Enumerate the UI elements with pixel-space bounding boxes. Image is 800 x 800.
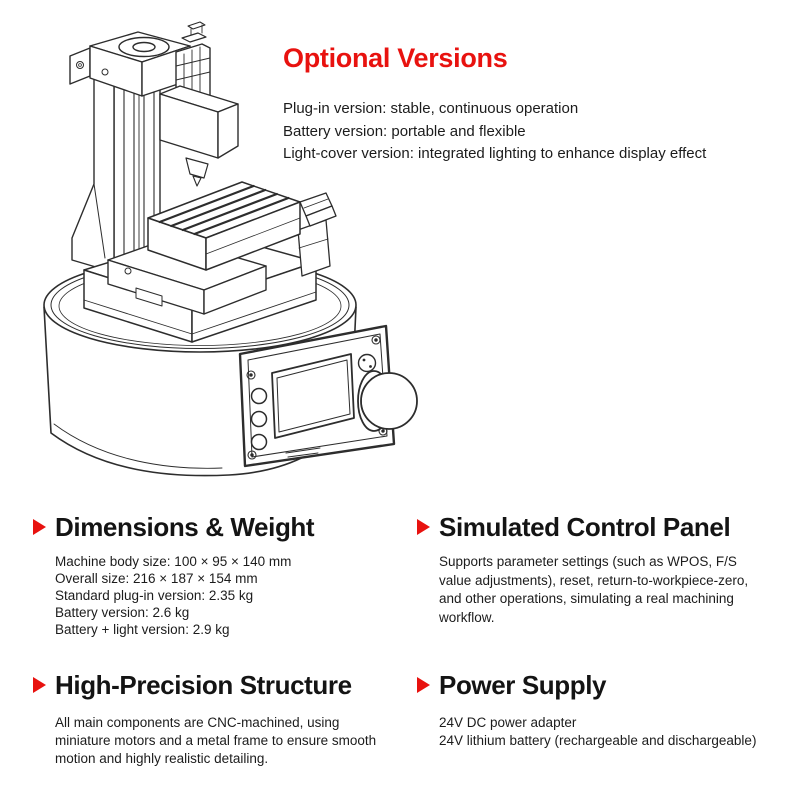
display-screen	[271, 353, 355, 439]
section-title: High-Precision Structure	[55, 670, 352, 700]
panel-button	[250, 387, 268, 405]
control-knob	[357, 370, 418, 432]
section-heading: High-Precision Structure	[33, 672, 376, 698]
machine-column	[71, 65, 161, 277]
description-line: motion and highly realistic detailing.	[55, 751, 269, 766]
description-line: Supports parameter settings (such as WPO…	[439, 554, 737, 569]
section-body: Supports parameter settings (such as WPO…	[439, 553, 748, 627]
section-simulated-control-panel: Simulated Control Panel Supports paramet…	[417, 514, 748, 627]
spec-line: Standard plug-in version: 2.35 kg	[55, 588, 254, 603]
optional-versions-block: Optional Versions Plug-in version: stabl…	[283, 42, 706, 166]
power-jack	[357, 353, 377, 373]
spec-line: Machine body size: 100 × 95 × 140 mm	[55, 554, 292, 569]
spec-line: Battery + light version: 2.9 kg	[55, 622, 230, 637]
t-slots	[158, 184, 290, 236]
optional-versions-title: Optional Versions	[283, 43, 508, 73]
triangle-bullet-icon	[33, 519, 46, 535]
description-line: 24V DC power adapter	[439, 715, 577, 730]
section-title: Dimensions & Weight	[55, 512, 315, 542]
section-title: Power Supply	[439, 670, 607, 700]
worktable	[147, 181, 337, 271]
spec-line: Battery version: 2.6 kg	[55, 605, 190, 620]
section-heading: Dimensions & Weight	[33, 512, 315, 542]
control-panel	[238, 324, 418, 468]
description-line: workflow.	[439, 609, 495, 625]
section-body: All main components are CNC-machined, us…	[55, 714, 376, 768]
panel-buttons	[250, 387, 268, 451]
description-line: and other operations, simulating a real …	[439, 591, 734, 606]
triangle-bullet-icon	[417, 519, 430, 535]
section-body: 24V DC power adapter 24V lithium battery…	[439, 714, 756, 750]
section-high-precision-structure: High-Precision Structure All main compon…	[33, 672, 376, 768]
section-heading: Simulated Control Panel	[417, 514, 748, 540]
panel-button	[250, 433, 268, 451]
panel-button	[250, 410, 268, 428]
description-line: value adjustments), reset, return-to-wor…	[439, 572, 749, 588]
description-line: 24V lithium battery (rechargeable and di…	[439, 733, 757, 748]
section-dimensions-weight: Dimensions & Weight Machine body size: 1…	[33, 512, 315, 638]
description-line: All main components are CNC-machined, us…	[55, 715, 340, 730]
description-line: miniature motors and a metal frame to en…	[55, 733, 377, 748]
triangle-bullet-icon	[33, 677, 46, 693]
version-line: Battery version: portable and flexible	[283, 122, 526, 140]
panel-screws	[246, 335, 388, 460]
mini-cnc-illustration	[43, 21, 418, 477]
triangle-bullet-icon	[417, 677, 430, 693]
spindle-head	[69, 21, 239, 187]
version-line: Plug-in version: stable, continuous oper…	[283, 100, 579, 117]
spec-line: Overall size: 216 × 187 × 154 mm	[55, 571, 258, 586]
section-title: Simulated Control Panel	[439, 512, 731, 542]
section-power-supply: Power Supply 24V DC power adapter 24V li…	[417, 672, 756, 750]
version-line: Light-cover version: integrated lighting…	[283, 145, 707, 162]
panel-slot	[285, 447, 321, 458]
support-block	[297, 219, 331, 277]
section-heading: Power Supply	[417, 672, 756, 698]
section-body: Machine body size: 100 × 95 × 140 mm Ove…	[55, 553, 314, 638]
